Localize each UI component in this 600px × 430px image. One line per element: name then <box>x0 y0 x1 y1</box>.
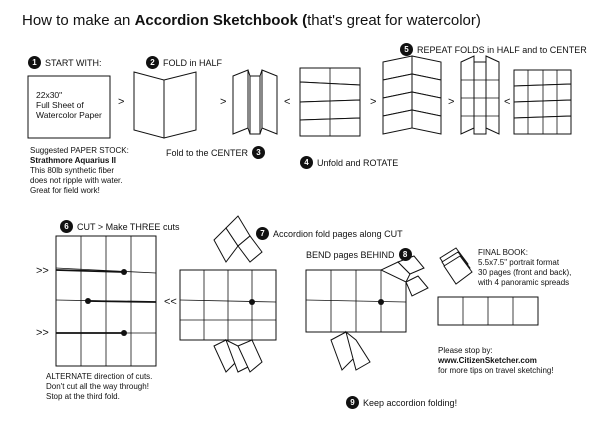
full-sheet-illustration <box>27 75 111 139</box>
cut-note: ALTERNATE direction of cuts. Don't cut a… <box>46 372 153 401</box>
step-6-header: 6 CUT > Make THREE cuts <box>60 220 179 233</box>
step-2-header: 2 FOLD in HALF <box>146 56 222 69</box>
repeat-fold-illustration-3 <box>513 69 572 135</box>
step-9-header: 9 Keep accordion folding! <box>346 396 457 409</box>
arrow-left: < <box>504 96 511 108</box>
arrow-right: > <box>118 96 125 108</box>
page-title: How to make an Accordion Sketchbook (tha… <box>22 12 481 29</box>
footer-promo: Please stop by: www.CitizenSketcher.com … <box>438 346 554 375</box>
step-5-header: 5 REPEAT FOLDS in HALF and to CENTER <box>400 43 587 56</box>
cut-grid-illustration <box>55 235 157 367</box>
arrow-left: < <box>284 96 291 108</box>
accordion-fold-illustration <box>179 215 277 373</box>
cut-stop-dot <box>85 298 91 304</box>
fold-half-illustration <box>133 71 197 139</box>
fold-center-illustration <box>232 69 278 135</box>
cut-direction-arrow: >> <box>36 265 49 277</box>
cut-direction-arrow: << <box>164 296 177 308</box>
sheet-label: 22x30" Full Sheet of Watercolor Paper <box>36 90 102 120</box>
website-link[interactable]: www.CitizenSketcher.com <box>438 356 537 365</box>
paper-stock-info: Suggested PAPER STOCK: Strathmore Aquari… <box>30 146 129 195</box>
cut-stop-dot <box>121 330 127 336</box>
step-7-header: 7 Accordion fold pages along CUT <box>256 227 403 240</box>
unfold-rotate-illustration <box>299 67 361 137</box>
arrow-right: > <box>448 96 455 108</box>
step-1-header: 1 START WITH: <box>28 56 102 69</box>
final-book-info: FINAL BOOK: 5.5x7.5" portrait format 30 … <box>478 248 572 287</box>
arrow-right: > <box>370 96 377 108</box>
step-number: 1 <box>28 56 41 69</box>
cut-direction-arrow: >> <box>36 327 49 339</box>
repeat-fold-illustration-1 <box>382 55 442 135</box>
bend-pages-illustration <box>305 255 429 371</box>
repeat-fold-illustration-2 <box>460 55 500 135</box>
arrow-right: > <box>220 96 227 108</box>
step-4-header: 4 Unfold and ROTATE <box>300 156 398 169</box>
final-book-closed-illustration <box>439 247 473 285</box>
cut-stop-dot <box>121 269 127 275</box>
step-label: START WITH: <box>45 57 102 68</box>
step-3-header: Fold to the CENTER 3 <box>166 146 266 159</box>
final-book-open-illustration <box>437 296 539 326</box>
step-8-header: BEND pages BEHIND 8 <box>306 248 412 261</box>
